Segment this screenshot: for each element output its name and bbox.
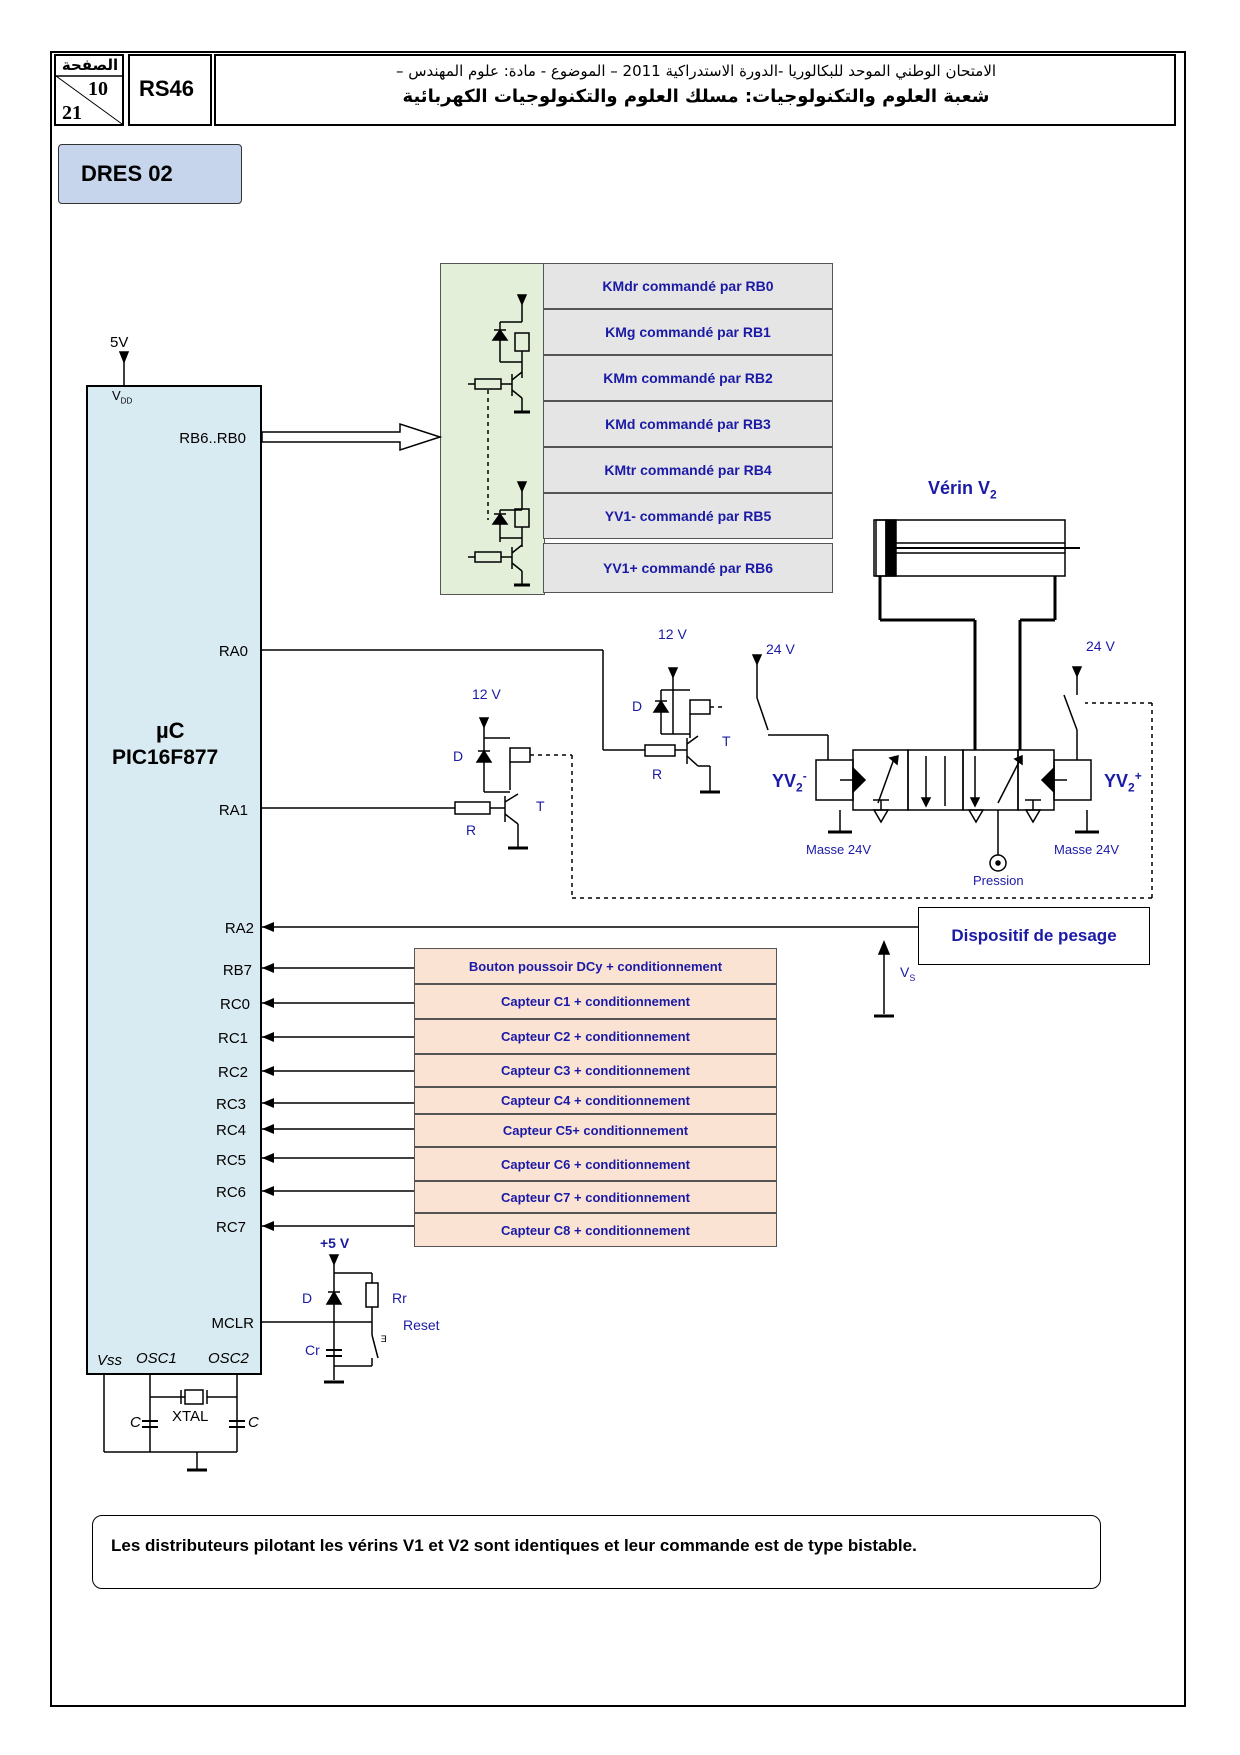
vs-sub: S — [909, 972, 916, 983]
reset-rr: Rr — [392, 1290, 407, 1306]
ground-label-left: Masse 24V — [806, 842, 872, 857]
yv2-plus-text: YV — [1104, 771, 1129, 791]
vdd-sub: DD — [120, 396, 133, 406]
output-row: YV1- commandé par RB5 — [543, 493, 833, 539]
input-row: Bouton poussoir DCy + conditionnement — [414, 948, 777, 984]
reset-d: D — [302, 1290, 313, 1306]
weighing-device: Dispositif de pesage — [918, 907, 1150, 965]
pin-rc2: RC2 — [217, 1064, 248, 1081]
label-t-ra1: T — [536, 798, 545, 814]
pin-rb-bus: RB6..RB0 — [179, 430, 246, 447]
pressure-label: Pression — [973, 873, 1024, 888]
pin-rc4: RC4 — [215, 1122, 246, 1139]
page-number: 10 — [88, 78, 108, 100]
supply-5v: 5V — [110, 334, 129, 351]
yv2-minus-label: YV2- — [772, 769, 807, 795]
vdd-label: VDD — [112, 388, 132, 406]
pin-rb7: RB7 — [222, 962, 252, 979]
cylinder-label-text: Vérin V — [928, 478, 991, 498]
pin-rc3: RC3 — [215, 1096, 246, 1113]
reset-switch-mark: ᴲ — [381, 1333, 387, 1348]
cylinder-label-sub: 2 — [990, 487, 997, 502]
vs-text: V — [900, 964, 910, 980]
footnote-text: Les distributeurs pilotant les vérins V1… — [111, 1536, 917, 1555]
page-number-divider — [56, 75, 123, 125]
pin-rc0: RC0 — [219, 996, 250, 1013]
document-label-text: DRES 02 — [81, 161, 173, 186]
relay-board — [440, 263, 545, 595]
input-row: Capteur C1 + conditionnement — [414, 984, 777, 1019]
footnote: Les distributeurs pilotant les vérins V1… — [92, 1515, 1101, 1589]
label-24v-left: 24 V — [766, 641, 795, 657]
input-row: Capteur C7 + conditionnement — [414, 1181, 777, 1213]
reset-label: Reset — [403, 1317, 440, 1333]
label-12v-ra0: 12 V — [658, 626, 687, 642]
input-row: Capteur C3 + conditionnement — [414, 1054, 777, 1087]
output-row: YV1+ commandé par RB6 — [543, 543, 833, 593]
pin-rc7: RC7 — [215, 1219, 246, 1236]
output-row: KMdr commandé par RB0 — [543, 263, 833, 309]
microcontroller — [86, 385, 262, 1375]
page-frame — [50, 51, 1186, 1707]
output-row: KMtr commandé par RB4 — [543, 447, 833, 493]
input-row: Capteur C8 + conditionnement — [414, 1213, 777, 1247]
yv2-minus-sub: 2 — [796, 780, 803, 795]
ground-label-right: Masse 24V — [1054, 842, 1120, 857]
exam-code-box: RS46 — [128, 54, 212, 126]
osc-c-left: C — [130, 1414, 141, 1431]
label-d-ra1: D — [453, 748, 464, 764]
pin-ra2: RA2 — [224, 920, 254, 937]
mcu-model: PIC16F877 — [112, 746, 219, 769]
vs-label: VS — [900, 964, 915, 983]
yv2-plus-sup: + — [1134, 769, 1142, 783]
label-r-ra1: R — [466, 822, 477, 838]
label-t-ra0: T — [722, 733, 731, 749]
output-row: KMg commandé par RB1 — [543, 309, 833, 355]
yv2-plus-label: YV2+ — [1104, 769, 1142, 795]
pin-osc2: OSC2 — [208, 1350, 249, 1367]
input-row: Capteur C5+ conditionnement — [414, 1114, 777, 1147]
label-24v-right: 24 V — [1086, 638, 1115, 654]
label-r-ra0: R — [652, 766, 663, 782]
osc-xtal: XTAL — [172, 1408, 209, 1425]
output-row: KMm commandé par RB2 — [543, 355, 833, 401]
page-word: الصفحة — [61, 56, 119, 74]
yv2-minus-text: YV — [772, 771, 797, 791]
osc-c-right: C — [248, 1414, 259, 1431]
yv2-plus-sub: 2 — [1128, 780, 1135, 795]
pin-osc1: OSC1 — [136, 1350, 177, 1367]
cylinder-label: Vérin V2 — [928, 478, 997, 502]
input-row: Capteur C6 + conditionnement — [414, 1147, 777, 1181]
label-12v-ra1: 12 V — [472, 686, 501, 702]
exam-title-box: الامتحان الوطني الموحد للبكالوريا -الدور… — [214, 54, 1176, 126]
exam-title-line1: الامتحان الوطني الموحد للبكالوريا -الدور… — [395, 62, 997, 80]
input-row: Capteur C2 + conditionnement — [414, 1019, 777, 1054]
exam-title-line2: شعبة العلوم والتكنولوجيات: مسلك العلوم و… — [402, 86, 990, 107]
pin-rc1: RC1 — [217, 1030, 248, 1047]
reset-supply: +5 V — [320, 1235, 350, 1251]
pin-rc5: RC5 — [215, 1152, 246, 1169]
pin-rc6: RC6 — [215, 1184, 246, 1201]
pin-vss: Vss — [97, 1352, 123, 1369]
weighing-device-label: Dispositif de pesage — [951, 926, 1117, 945]
pin-ra1: RA1 — [218, 802, 248, 819]
input-row: Capteur C4 + conditionnement — [414, 1087, 777, 1114]
page-total: 21 — [62, 102, 82, 124]
pin-mclr: MCLR — [211, 1315, 254, 1332]
pin-ra0: RA0 — [218, 643, 248, 660]
document-label: DRES 02 — [58, 144, 242, 204]
mcu-name: µC — [156, 718, 185, 743]
exam-code: RS46 — [139, 76, 195, 101]
yv2-minus-sup: - — [802, 769, 807, 783]
reset-cr: Cr — [305, 1342, 320, 1358]
label-d-ra0: D — [632, 698, 643, 714]
output-row: KMd commandé par RB3 — [543, 401, 833, 447]
vdd-text: V — [112, 388, 121, 403]
page-number-box: الصفحة 10 21 — [54, 54, 124, 126]
